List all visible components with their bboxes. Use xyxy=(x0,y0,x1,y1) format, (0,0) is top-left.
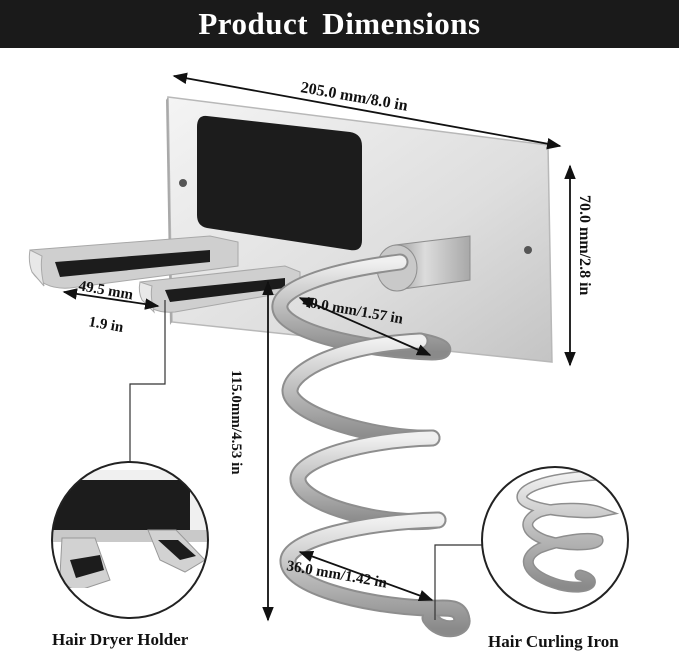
dryer-holder-detail xyxy=(51,461,209,619)
spiral-height-label: 115.0mm/4.53 in xyxy=(228,370,244,475)
page-title: Product Dimensions xyxy=(198,6,481,41)
curling-iron-caption: Hair Curling Iron xyxy=(488,632,619,651)
dimension-lines xyxy=(62,72,576,622)
screw-hole-right xyxy=(524,246,532,254)
adhesive-pad xyxy=(197,115,362,251)
height-label: 70.0 mm/2.8 in xyxy=(576,195,593,296)
screw-hole-left xyxy=(179,179,187,187)
curling-iron-detail xyxy=(481,466,629,614)
title-banner: Product Dimensions xyxy=(0,0,679,48)
dryer-holder-arms xyxy=(28,235,301,314)
hook-length-in-label: 1.9 in xyxy=(87,314,125,336)
callout-leaders xyxy=(129,300,490,620)
hook-length-mm-label: 49.5 mm xyxy=(77,278,134,303)
dryer-holder-caption: Hair Dryer Holder xyxy=(52,630,189,649)
